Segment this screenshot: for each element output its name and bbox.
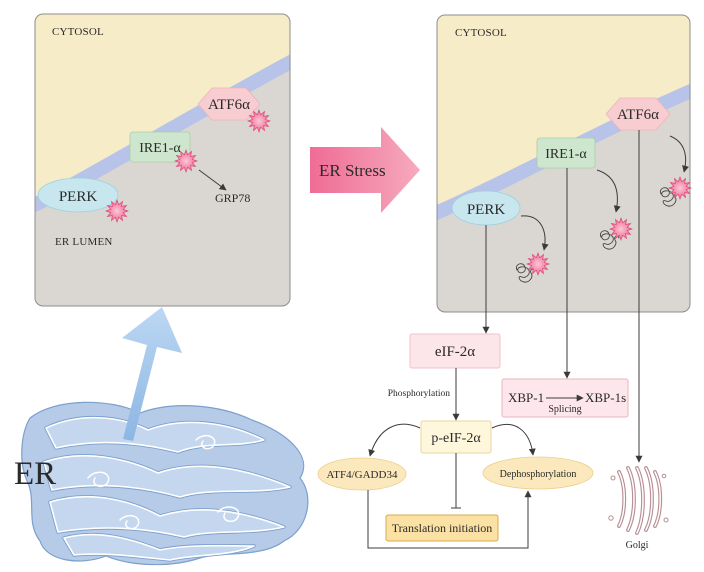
right-atf6-protein <box>605 97 671 131</box>
xbp1-label: XBP-1 <box>508 390 544 405</box>
left-ire1-protein <box>129 131 191 163</box>
right-cytosol-region <box>437 15 690 217</box>
er-curl <box>195 434 216 450</box>
golgi-cisterna-lumen <box>654 471 661 527</box>
right-perk-label: PERK <box>467 202 506 218</box>
right-ire1-protein <box>536 137 596 169</box>
p-eif2a-to-atf4-arrow <box>368 423 421 457</box>
dephosphorylation-label: Dephosphorylation <box>500 469 577 480</box>
golgi-label: Golgi <box>626 540 649 551</box>
ire1-release-arrow <box>596 169 621 213</box>
translation-inhibition-line <box>451 453 461 509</box>
right-panel-border <box>436 14 691 313</box>
eif2a-label: eIF-2α <box>435 344 475 360</box>
eif2a-box <box>409 333 501 369</box>
left-cytosol-region <box>35 14 290 210</box>
right-ire1-label: IRE1-α <box>545 147 587 162</box>
er-stress-arrow-shape <box>310 127 420 213</box>
perk-branch: eIF-2α Phosphorylation p-eIF-2α ATF4/GAD… <box>317 333 594 549</box>
er-label: ER <box>14 456 56 492</box>
golgi-vesicle <box>661 473 667 479</box>
er-stress-label: ER Stress <box>319 161 386 180</box>
dephosphorylation-node <box>482 456 594 490</box>
phosphorylation-label: Phosphorylation <box>388 389 451 399</box>
endoplasmic-reticulum: ER <box>14 401 309 566</box>
grp78-label: GRP78 <box>215 191 250 205</box>
golgi-vesicle <box>663 517 669 523</box>
golgi-vesicle <box>608 515 614 521</box>
translation-initiation-box <box>385 514 499 542</box>
grp78-arrow <box>198 169 227 191</box>
left-atf6-protein <box>197 87 261 121</box>
left-cytosol-label: CYTOSOL <box>52 26 104 38</box>
er-stress-arrow: ER Stress <box>310 127 420 213</box>
golgi: Golgi <box>608 466 669 551</box>
left-panel-border <box>34 13 291 307</box>
atf4-gadd34-label: ATF4/GADD34 <box>327 469 398 481</box>
er-fold <box>45 416 265 453</box>
left-panel: CYTOSOL ER LUMEN ATF6α IRE1-α PERK GRP78 <box>34 13 291 307</box>
perk-release-arrow <box>520 215 549 251</box>
er-fold <box>63 533 255 561</box>
ire1-branch: XBP-1 Splicing XBP-1s <box>501 378 629 418</box>
left-perk-protein <box>37 177 119 213</box>
p-eif2a-label: p-eIF-2α <box>431 431 481 446</box>
xbp1s-label: XBP-1s <box>585 390 626 405</box>
left-ire1-label: IRE1-α <box>139 141 181 156</box>
p-eif2a-to-dephosphorylation-arrow <box>491 423 536 456</box>
er-curl <box>119 514 140 530</box>
golgi-vesicle <box>610 475 616 481</box>
er-curl <box>217 506 240 523</box>
splicing-label: Splicing <box>548 404 581 415</box>
atf4-to-dephosphorylation-connector <box>367 490 532 549</box>
right-panel: CYTOSOL ATF6α IRE1-α PERK <box>436 14 692 313</box>
left-atf6-label: ATF6α <box>208 97 250 113</box>
golgi-cisterna-lumen <box>618 471 625 527</box>
right-atf6-label: ATF6α <box>617 107 659 123</box>
right-cytosol-label: CYTOSOL <box>455 27 507 39</box>
er-fold <box>43 454 291 498</box>
atf4-gadd34-node <box>317 457 407 491</box>
atf6-release-arrow <box>669 135 689 173</box>
er-curl <box>87 471 110 488</box>
golgi-cisterna-lumen <box>645 467 653 531</box>
translation-initiation-label: Translation initiation <box>392 521 493 535</box>
left-perk-label: PERK <box>59 189 98 205</box>
golgi-cisterna-lumen <box>627 467 635 531</box>
er-fold <box>49 495 285 538</box>
left-er-lumen-label: ER LUMEN <box>55 236 113 248</box>
golgi-cisterna-lumen <box>636 467 644 534</box>
er-to-panel-arrow <box>122 307 182 441</box>
